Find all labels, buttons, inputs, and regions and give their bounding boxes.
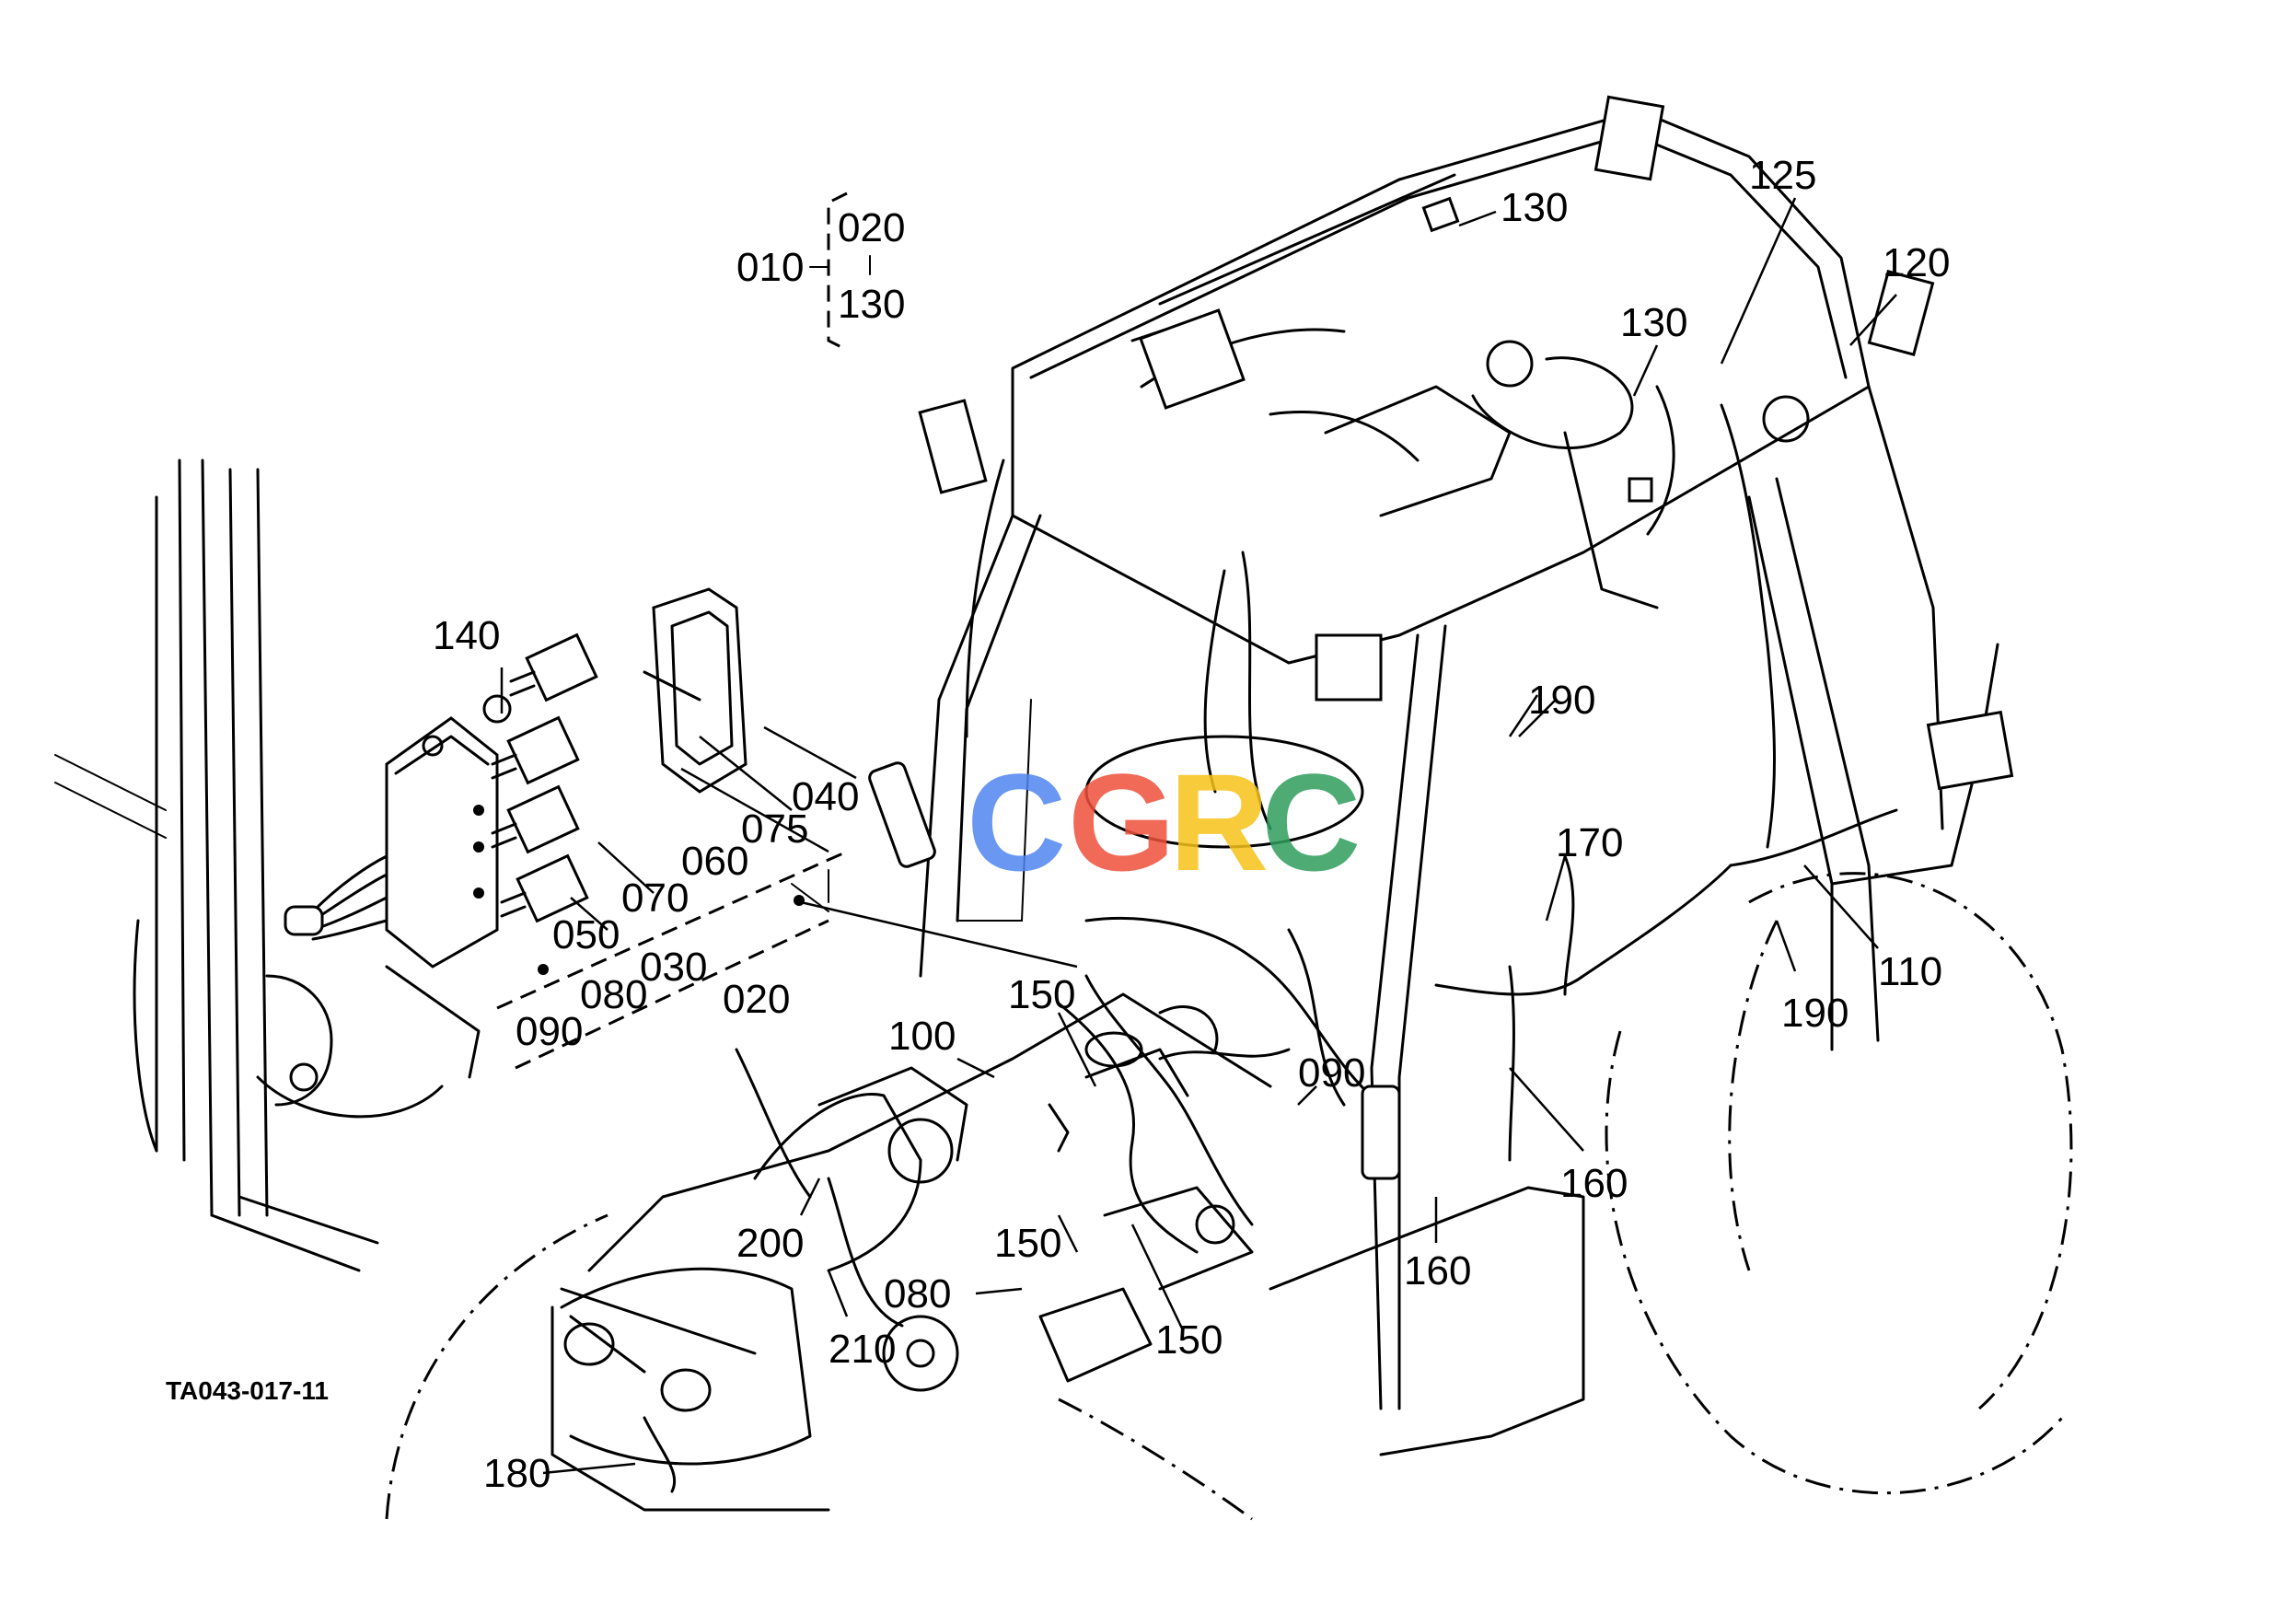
callout-110: 110: [1878, 949, 1942, 994]
fuse-relay-box: [284, 716, 499, 969]
callout-120: 120: [1883, 240, 1950, 285]
watermark-letter-2: G: [1068, 745, 1176, 899]
rear-tire: [1605, 872, 2073, 1495]
callout-050: 050: [552, 912, 620, 957]
callout-125: 125: [1749, 153, 1816, 198]
callout-040: 040: [792, 774, 859, 819]
callout-150-mid: 150: [994, 1221, 1061, 1266]
callout-labels: 010 020 130 130 125 120 130 140 040 075 …: [166, 153, 1950, 1496]
callout-130-top: 130: [838, 282, 905, 327]
callout-130-right: 130: [1620, 300, 1687, 345]
callout-020-mid: 020: [723, 977, 790, 1022]
callout-010: 010: [736, 245, 804, 290]
callout-150-upper: 150: [1008, 972, 1075, 1017]
left-cab-post: [54, 458, 481, 1272]
callout-100: 100: [888, 1014, 956, 1059]
inset-leaders: [496, 850, 1078, 1070]
callout-075: 075: [741, 806, 808, 852]
callout-160-right: 160: [1560, 1161, 1628, 1206]
relay-group: [482, 632, 598, 923]
front-tire: [385, 1213, 1253, 1521]
callout-180: 180: [483, 1451, 550, 1496]
leader-lines: [500, 197, 1897, 1475]
hood-engine: [550, 992, 1272, 1512]
callout-210: 210: [829, 1327, 896, 1372]
callout-160-lower: 160: [1404, 1248, 1471, 1293]
callout-170: 170: [1556, 820, 1623, 865]
callout-020-top: 020: [838, 205, 905, 250]
wiring-harness: [643, 328, 1898, 1493]
callout-190-upper: 190: [1528, 678, 1595, 723]
callout-080-left: 080: [580, 972, 647, 1017]
callout-070: 070: [621, 876, 689, 921]
callout-140: 140: [433, 613, 500, 658]
callout-190-lower: 190: [1781, 991, 1848, 1036]
callout-150-lower: 150: [1155, 1317, 1223, 1363]
watermark: C G R C: [967, 745, 1361, 899]
fuse-box-cover: [643, 587, 747, 794]
callout-080-lower: 080: [884, 1271, 951, 1317]
cab-frame: [919, 385, 1999, 1456]
components: [868, 95, 2014, 1180]
watermark-letter-3: R: [1169, 745, 1269, 899]
callout-090-mid: 090: [1298, 1050, 1365, 1096]
callout-060: 060: [681, 839, 748, 884]
watermark-letter-1: C: [967, 745, 1066, 899]
watermark-letter-4: C: [1261, 745, 1361, 899]
callout-090-left: 090: [516, 1009, 583, 1054]
reference-code: TA043-017-11: [166, 1376, 329, 1405]
callout-030: 030: [640, 945, 707, 990]
callout-200: 200: [736, 1221, 804, 1266]
part-group-bracket: [809, 191, 871, 352]
callout-130-roof: 130: [1501, 185, 1568, 230]
